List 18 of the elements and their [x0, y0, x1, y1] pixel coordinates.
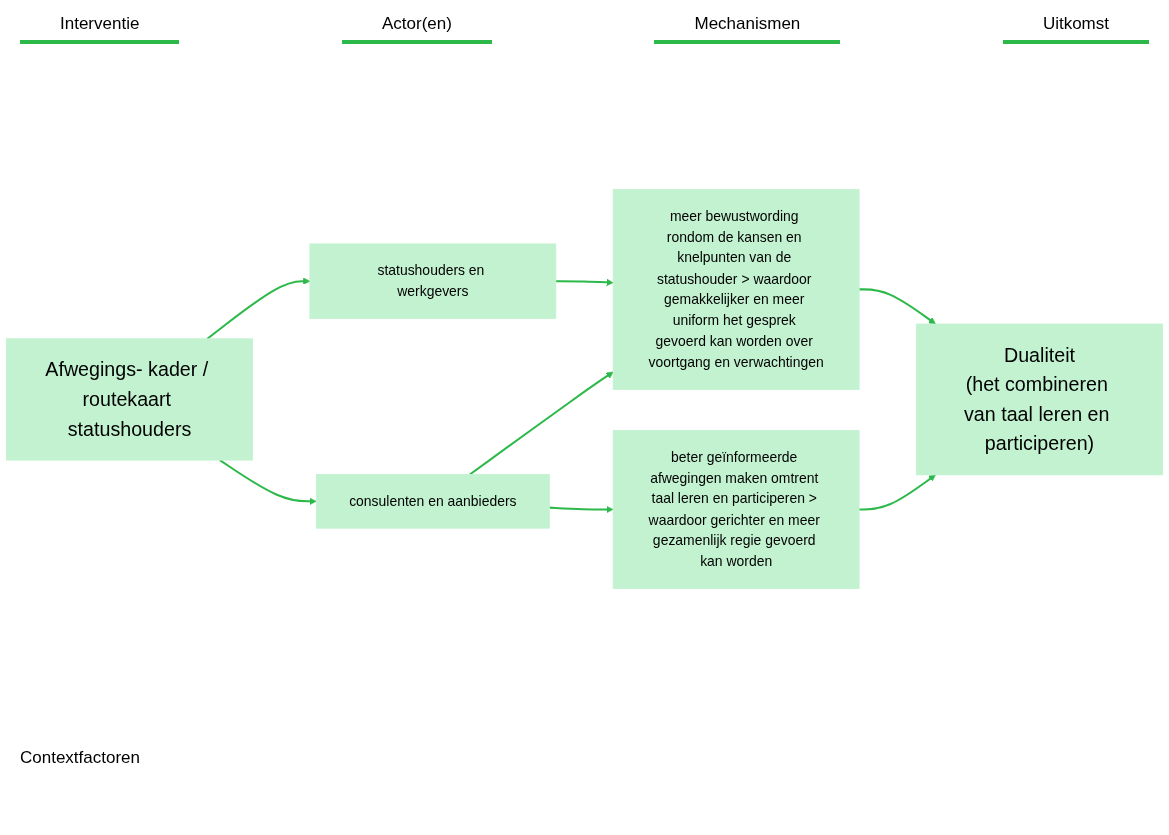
- arrow: [859, 474, 936, 511]
- arrow: [549, 505, 614, 514]
- column-header: Interventie: [20, 14, 180, 44]
- column-header: Mechanismen: [654, 14, 841, 44]
- arrow: [469, 371, 614, 476]
- node-box: Dualiteit (het combineren van taal leren en participeren): [916, 323, 1163, 476]
- node-box: Afwegings- kader / routekaart statushouders: [6, 338, 253, 461]
- arrow: [859, 288, 936, 325]
- column-header: Uitkomst: [1002, 14, 1149, 44]
- node-box: beter geïnformeerde afwegingen maken omtrent taal leren en participeren > waardoor gerichter en meer gezamenlijk regie gevoerd kan worden: [612, 430, 860, 590]
- arrow: [206, 277, 311, 340]
- arrow: [219, 459, 317, 505]
- arrow: [555, 278, 614, 286]
- node-box: consulenten en aanbieders: [315, 474, 550, 529]
- node-box: meer bewustwording rondom de kansen en knelpunten van de statushouder > waardoor gemakkelijker en meer uniform het gesprek gevoerd kan worden over voortgang en verwachtingen: [612, 188, 860, 390]
- node-box: statushouders en werkgevers: [309, 243, 557, 319]
- footnote-text: Contextfactoren: [20, 748, 141, 768]
- column-header: Actor(en): [341, 14, 492, 44]
